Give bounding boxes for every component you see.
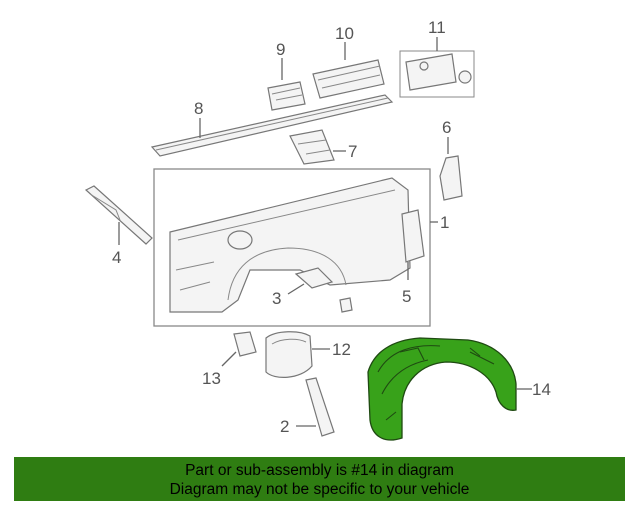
part-2-support[interactable] xyxy=(305,377,335,437)
part-clip[interactable] xyxy=(339,297,353,313)
callout-11: 11 xyxy=(428,18,446,37)
callout-1: 1 xyxy=(440,213,449,232)
part-13-hinge[interactable] xyxy=(233,331,257,357)
part-11-plate[interactable] xyxy=(399,50,475,98)
callout-7: 7 xyxy=(348,142,357,161)
callout-5: 5 xyxy=(402,287,411,306)
part-14-wheelhouse-liner[interactable] xyxy=(367,337,517,441)
parts-diagram: 8 9 10 11 7 6 4 xyxy=(84,18,551,441)
part-1-bed-side[interactable] xyxy=(153,168,431,327)
callout-8: 8 xyxy=(194,99,203,118)
callout-14: 14 xyxy=(532,380,551,399)
part-12-fuel-door[interactable] xyxy=(265,331,313,378)
callout-2: 2 xyxy=(280,417,289,436)
callout-6: 6 xyxy=(442,118,451,137)
banner-line-2: Diagram may not be specific to your vehi… xyxy=(169,481,470,498)
part-10-box[interactable] xyxy=(312,59,385,99)
info-banner: Part or sub-assembly is #14 in diagram D… xyxy=(14,457,625,501)
part-4-rod[interactable] xyxy=(84,185,153,245)
part-3-bracket[interactable] xyxy=(294,267,334,289)
part-9-box[interactable] xyxy=(267,81,306,111)
callout-10: 10 xyxy=(335,24,354,43)
part-8-strip[interactable] xyxy=(150,94,394,157)
part-6-bracket[interactable] xyxy=(439,155,463,201)
callout-12: 12 xyxy=(332,340,351,359)
callout-4: 4 xyxy=(112,248,121,267)
callout-13: 13 xyxy=(202,369,221,388)
callout-3: 3 xyxy=(272,289,281,308)
part-7-bracket[interactable] xyxy=(289,129,335,165)
callout-9: 9 xyxy=(276,40,285,59)
banner-line-1: Part or sub-assembly is #14 in diagram xyxy=(185,462,454,479)
